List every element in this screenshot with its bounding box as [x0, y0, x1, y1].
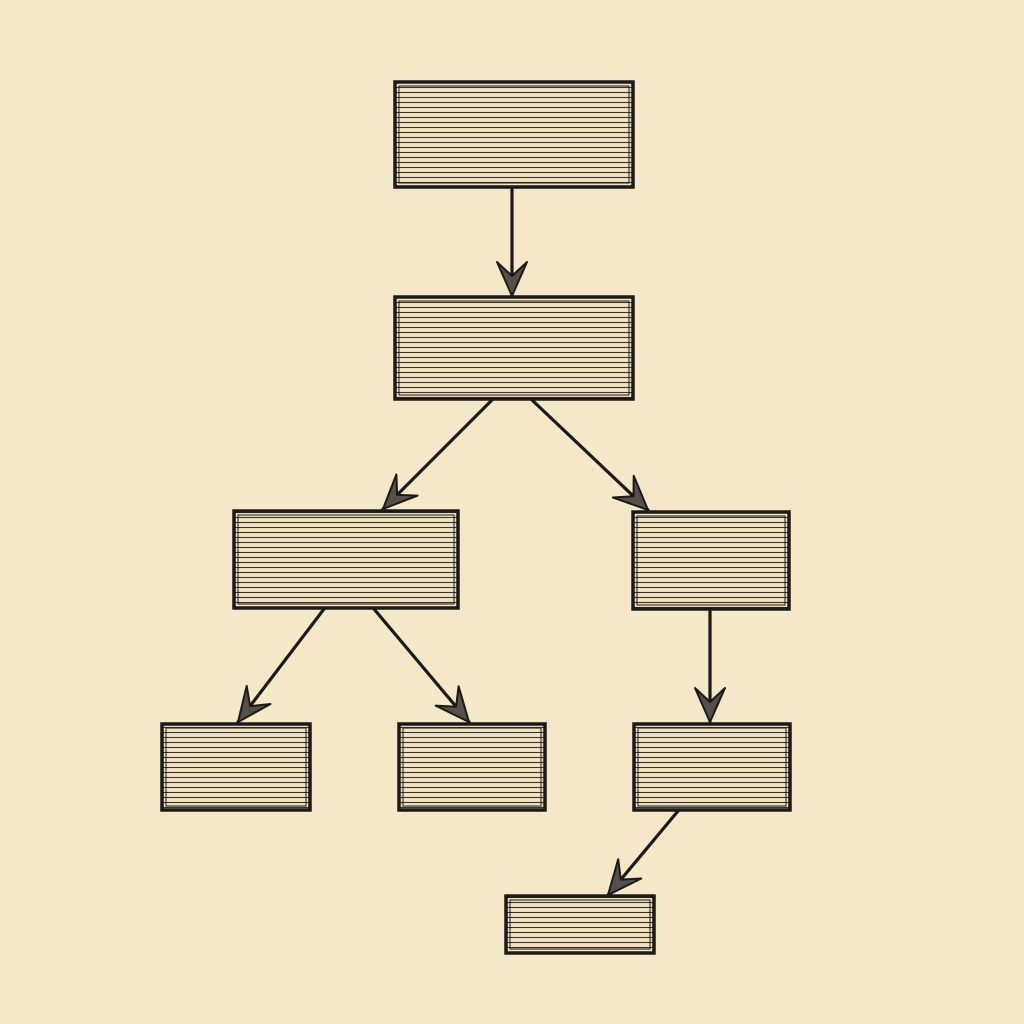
edge-n3-n6 — [372, 607, 471, 724]
node-rect — [504, 894, 656, 955]
node-rect — [631, 510, 791, 611]
edge-line — [530, 398, 650, 512]
edge-n7-n8 — [606, 809, 680, 897]
node-inner-border — [398, 85, 630, 184]
edges-layer — [236, 186, 726, 897]
arrowhead-icon — [382, 473, 419, 510]
node-box-n7 — [632, 722, 792, 812]
node-rect — [393, 80, 635, 189]
arrowhead-icon — [694, 687, 726, 723]
node-inner-border — [636, 515, 786, 606]
node-inner-border — [402, 727, 542, 807]
arrowhead-icon — [237, 684, 272, 723]
node-rect — [232, 509, 460, 610]
node-box-n1 — [393, 80, 635, 189]
edge-line — [372, 607, 471, 724]
node-box-n3 — [232, 509, 460, 610]
node-inner-border — [237, 514, 455, 605]
node-rect — [397, 722, 547, 812]
node-rect — [393, 295, 635, 401]
edge-n2-n4 — [530, 398, 650, 512]
edge-line — [236, 607, 326, 724]
node-rect — [632, 722, 792, 812]
edge-n4-n7 — [694, 608, 726, 724]
edge-n2-n3 — [381, 398, 494, 511]
node-box-n6 — [397, 722, 547, 812]
node-inner-border — [165, 727, 307, 807]
edge-line — [381, 398, 494, 511]
node-inner-border — [509, 899, 651, 950]
arrowhead-icon — [607, 858, 643, 896]
node-rect — [160, 722, 312, 812]
arrowhead-icon — [612, 474, 649, 511]
node-inner-border — [398, 300, 630, 396]
nodes-layer — [160, 80, 792, 955]
node-box-n8 — [504, 894, 656, 955]
node-box-n4 — [631, 510, 791, 611]
node-inner-border — [637, 727, 787, 807]
edge-n3-n5 — [236, 607, 326, 724]
arrowhead-icon — [496, 261, 528, 297]
node-box-n2 — [393, 295, 635, 401]
edge-n1-n2 — [496, 186, 528, 298]
arrowhead-icon — [434, 685, 470, 723]
node-box-n5 — [160, 722, 312, 812]
